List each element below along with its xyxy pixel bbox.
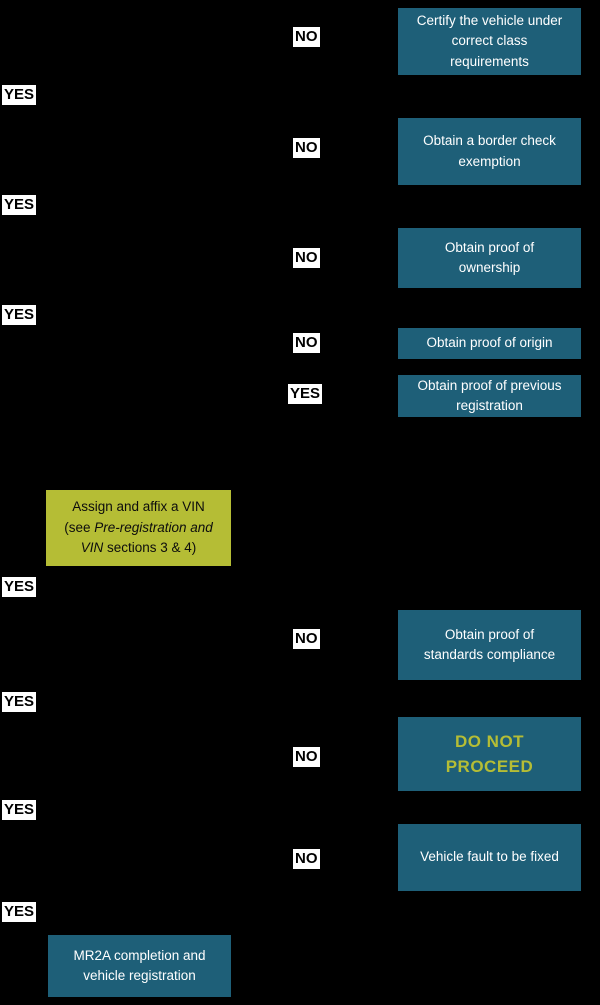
vin-line1: Assign and affix a VIN (72, 498, 205, 514)
outcome-box-proof-standards-compliance: Obtain proof of standards compliance (398, 610, 581, 680)
outcome-box-certify-class: Certify the vehicle under correct class … (398, 8, 581, 75)
branch-label-no-1: NO (293, 27, 320, 47)
outcome-box-proof-origin: Obtain proof of origin (398, 328, 581, 359)
vin-line3: VIN sections 3 & 4) (80, 540, 197, 556)
outcome-text: Obtain a border check exemption (423, 133, 556, 169)
outcome-text: Obtain proof of ownership (444, 239, 535, 275)
vin-line2: (see Pre-registration and (64, 519, 213, 535)
branch-label-no-4: NO (293, 333, 320, 353)
branch-label-no-3: NO (293, 248, 320, 268)
branch-label-yes-6: YES (2, 800, 37, 820)
do-not-proceed-text: DO NOT PROCEED (445, 731, 534, 777)
outcome-text: Obtain proof of origin (426, 335, 553, 351)
outcome-box-border-check-exemption: Obtain a border check exemption (398, 118, 581, 185)
branch-label-yes-4: YES (2, 577, 37, 597)
branch-label-no-5: NO (293, 629, 320, 649)
branch-label-no-6: NO (293, 747, 320, 767)
outcome-box-proof-previous-registration: Obtain proof of previous registration (398, 375, 581, 417)
branch-label-yes-5: YES (2, 692, 37, 712)
branch-label-yes-mid: YES (288, 384, 323, 404)
outcome-box-proof-ownership: Obtain proof of ownership (398, 228, 581, 288)
outcome-box-vehicle-fault: Vehicle fault to be fixed (398, 824, 581, 891)
branch-label-yes-2: YES (2, 195, 37, 215)
outcome-text: Obtain proof of previous registration (417, 377, 562, 413)
outcome-text: Obtain proof of standards compliance (423, 626, 556, 662)
outcome-box-mr2a-registration: MR2A completion and vehicle registration (48, 935, 231, 997)
branch-label-yes-1: YES (2, 85, 37, 105)
vin-box-text: Assign and affix a VIN (see Pre-registra… (64, 497, 213, 560)
branch-label-yes-7: YES (2, 902, 37, 922)
branch-label-no-2: NO (293, 138, 320, 158)
branch-label-no-7: NO (293, 849, 320, 869)
branch-label-yes-3: YES (2, 305, 37, 325)
outcome-text: Certify the vehicle under correct class … (416, 13, 563, 69)
outcome-box-do-not-proceed: DO NOT PROCEED (398, 717, 581, 791)
outcome-text: MR2A completion and vehicle registration (73, 947, 206, 983)
action-box-assign-vin: Assign and affix a VIN (see Pre-registra… (46, 490, 231, 566)
outcome-text: Vehicle fault to be fixed (420, 849, 559, 865)
